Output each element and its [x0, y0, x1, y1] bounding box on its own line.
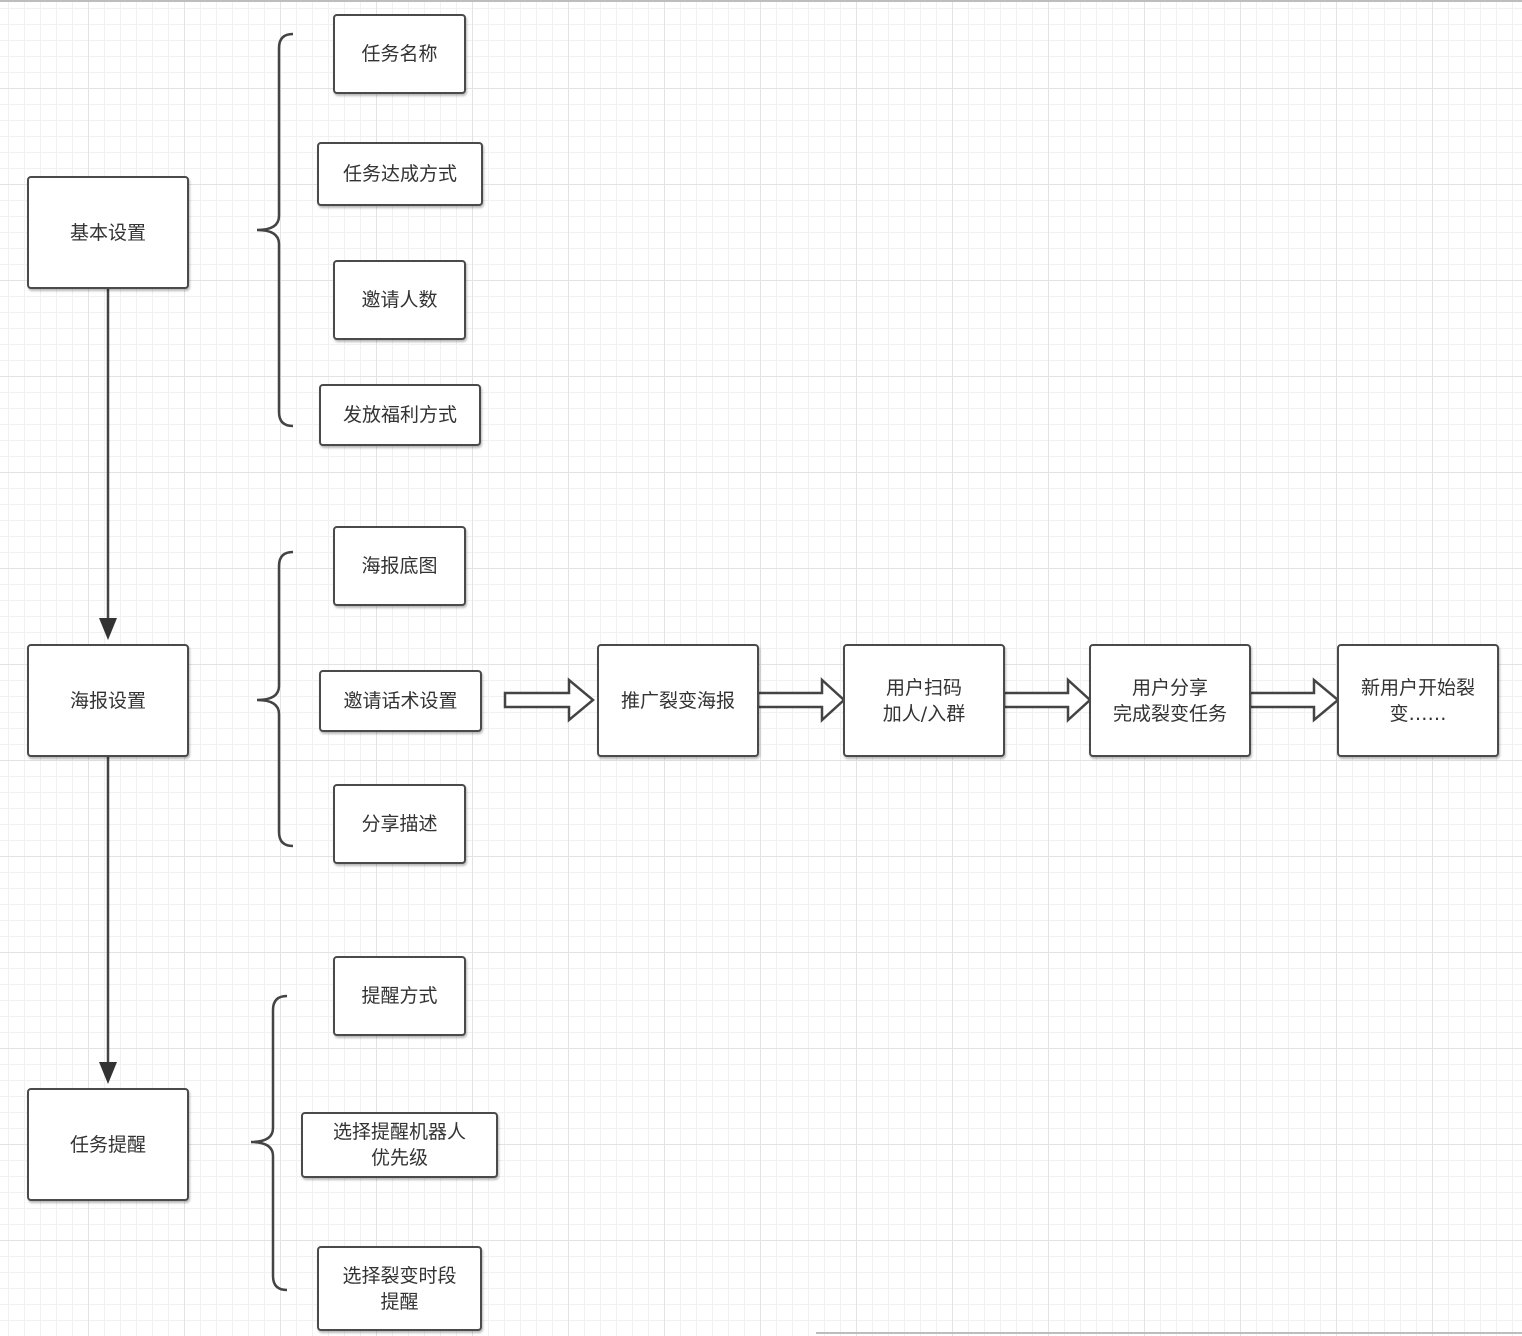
flow-step-user-scan[interactable]: 用户扫码 加人/入群 — [843, 644, 1005, 757]
basic-item-reward-method[interactable]: 发放福利方式 — [319, 384, 481, 446]
reminder-item-time-period-label: 选择裂变时段 提醒 — [342, 1264, 457, 1313]
step-task-reminder[interactable]: 任务提醒 — [27, 1088, 189, 1201]
step-task-reminder-label: 任务提醒 — [69, 1133, 146, 1156]
flow-step-user-share[interactable]: 用户分享 完成裂变任务 — [1089, 644, 1251, 757]
reminder-item-time-period[interactable]: 选择裂变时段 提醒 — [317, 1246, 482, 1331]
basic-item-invite-count-label: 邀请人数 — [361, 289, 438, 311]
flow-step-new-user-fission-label: 新用户开始裂 变…… — [1360, 676, 1475, 725]
reminder-item-method[interactable]: 提醒方式 — [333, 956, 466, 1036]
basic-item-reward-method-label: 发放福利方式 — [342, 404, 457, 426]
flow-step-new-user-fission[interactable]: 新用户开始裂 变…… — [1337, 644, 1499, 757]
poster-item-invite-script-label: 邀请话术设置 — [343, 690, 458, 712]
basic-item-task-name[interactable]: 任务名称 — [333, 14, 466, 94]
reminder-item-method-label: 提醒方式 — [361, 985, 438, 1007]
block-arrow-3 — [1002, 677, 1092, 723]
reminder-item-robot-priority[interactable]: 选择提醒机器人 优先级 — [301, 1112, 498, 1178]
step-poster-settings[interactable]: 海报设置 — [27, 644, 189, 757]
block-arrow-1 — [503, 677, 595, 723]
basic-item-completion-method[interactable]: 任务达成方式 — [317, 142, 483, 206]
basic-item-invite-count[interactable]: 邀请人数 — [333, 260, 466, 340]
poster-item-share-description[interactable]: 分享描述 — [333, 784, 466, 864]
poster-item-share-description-label: 分享描述 — [361, 813, 438, 835]
brace-poster — [256, 550, 294, 848]
arrowhead-to-reminder — [99, 1062, 117, 1084]
canvas-top-border — [0, 0, 1522, 2]
flow-step-user-share-label: 用户分享 完成裂变任务 — [1112, 676, 1227, 725]
canvas-bottom-border — [816, 1332, 1522, 1334]
step-poster-settings-label: 海报设置 — [69, 689, 146, 712]
flow-step-promote-poster-label: 推广裂变海报 — [620, 689, 735, 712]
reminder-item-robot-priority-label: 选择提醒机器人 优先级 — [332, 1121, 466, 1169]
block-arrow-4 — [1248, 677, 1340, 723]
poster-item-invite-script[interactable]: 邀请话术设置 — [319, 670, 482, 732]
block-arrow-2 — [756, 677, 846, 723]
brace-reminder — [250, 994, 288, 1292]
basic-item-completion-method-label: 任务达成方式 — [342, 163, 457, 185]
brace-basic — [256, 32, 294, 428]
step-basic-settings[interactable]: 基本设置 — [27, 176, 189, 289]
poster-item-background-label: 海报底图 — [361, 555, 438, 577]
flow-step-promote-poster[interactable]: 推广裂变海报 — [597, 644, 759, 757]
step-basic-settings-label: 基本设置 — [69, 221, 146, 244]
basic-item-task-name-label: 任务名称 — [361, 43, 438, 65]
arrowhead-to-poster — [99, 618, 117, 640]
poster-item-background[interactable]: 海报底图 — [333, 526, 466, 606]
flow-step-user-scan-label: 用户扫码 加人/入群 — [882, 676, 966, 725]
